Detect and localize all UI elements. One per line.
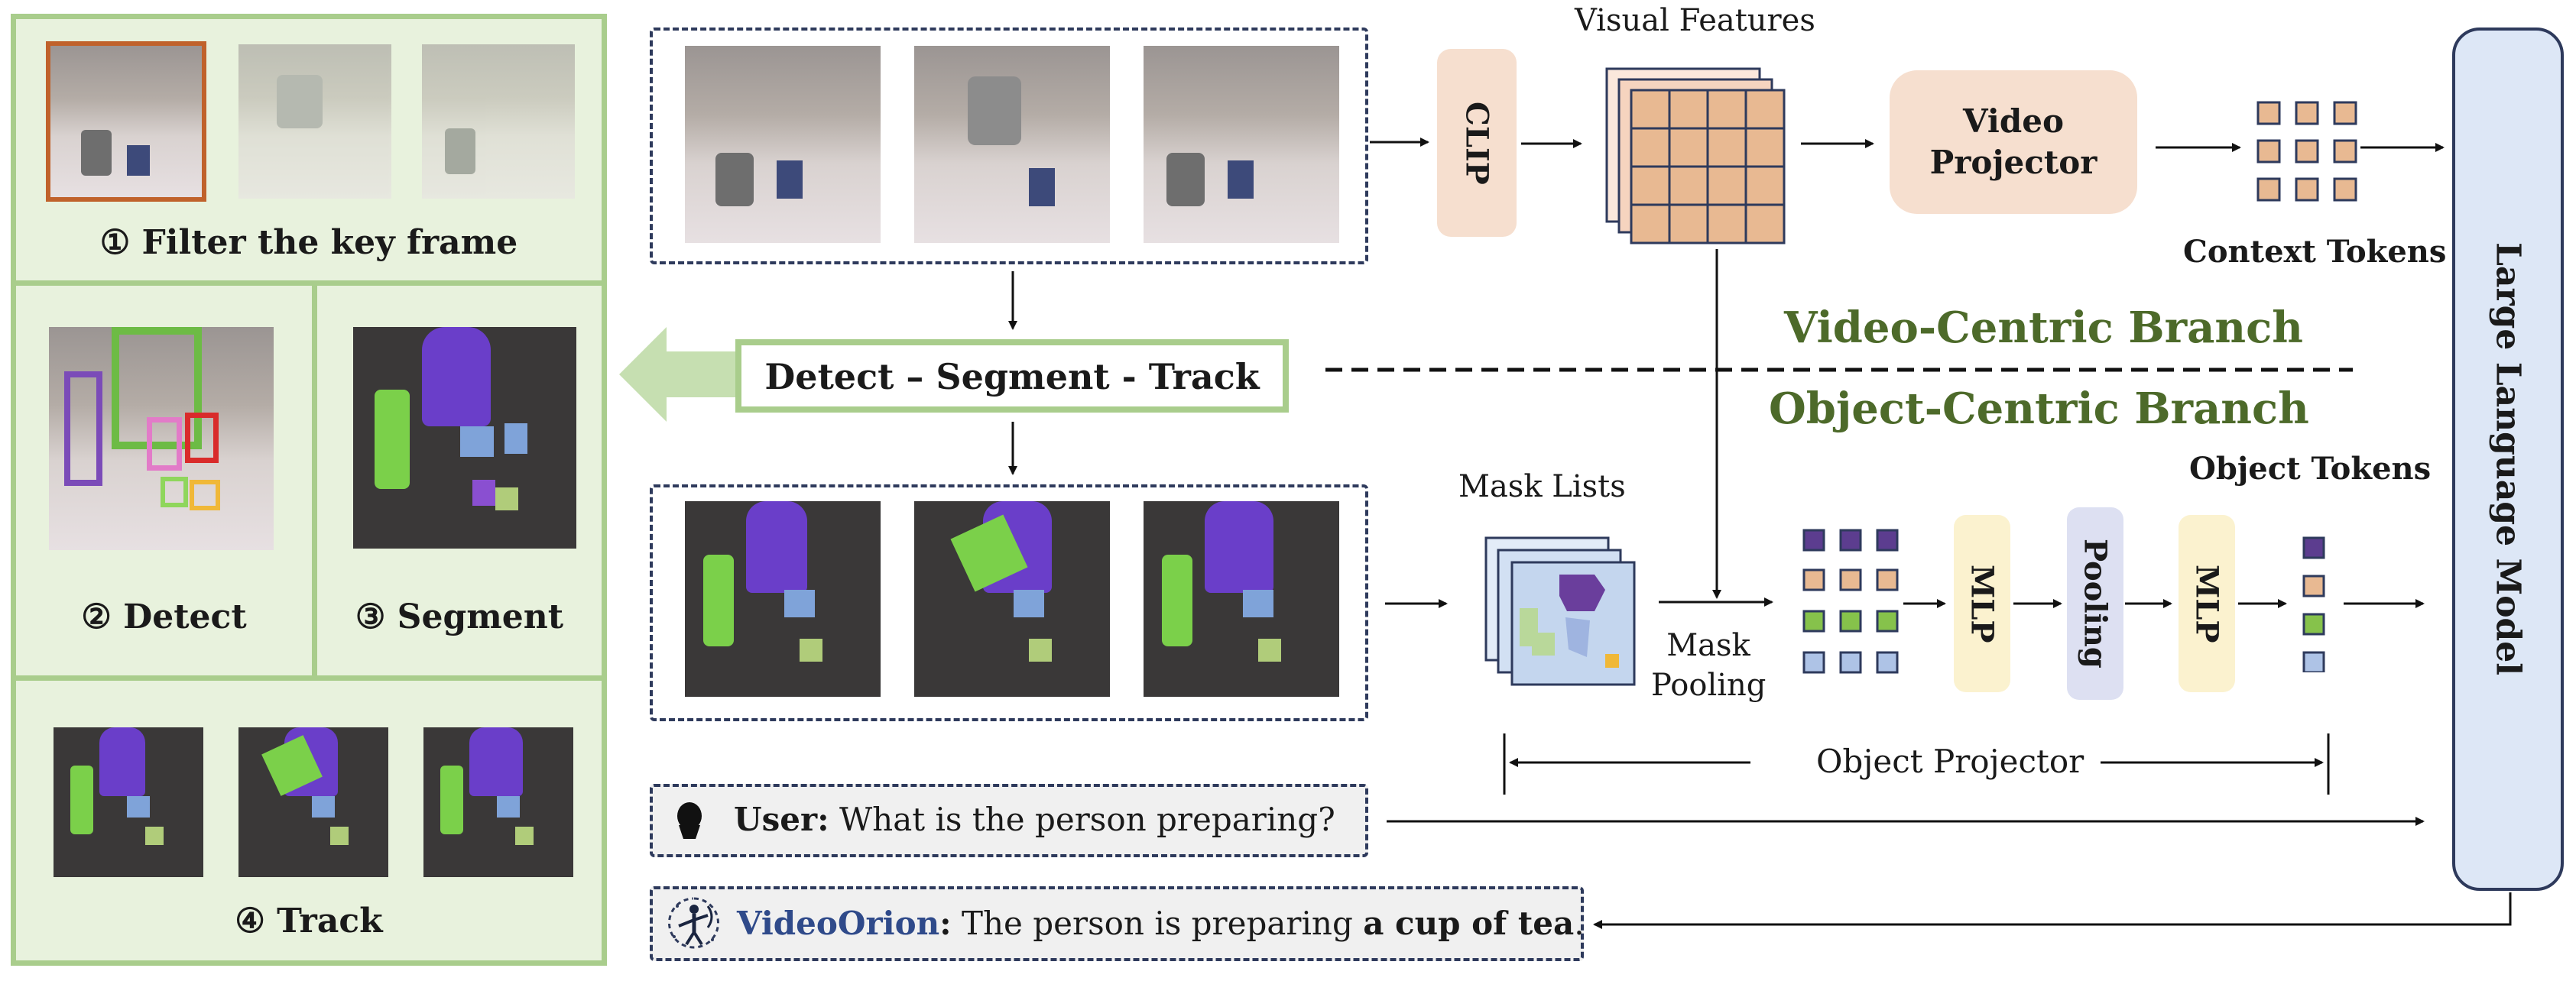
segmented-frame-3 [1144, 501, 1339, 697]
model-answer: VideoOrion: The person is preparing a cu… [737, 905, 1585, 942]
step2-label: ② Detect [81, 597, 247, 636]
mask-pooling-label-line1: Mask [1666, 628, 1750, 663]
dst-label: Detect – Segment - Track [764, 356, 1260, 397]
answer-end: . [1574, 905, 1585, 942]
track-image-2 [238, 727, 388, 877]
bbox-lightgreen [161, 477, 188, 507]
mlp-block-1: MLP [1954, 515, 2010, 692]
answer-text: The person is preparing [951, 905, 1364, 942]
user-question-text: What is the person preparing? [829, 801, 1335, 838]
clip-label: CLIP [1458, 101, 1495, 185]
video-projector-label-line2: Projector [1929, 144, 2097, 181]
bbox-green [112, 327, 202, 449]
llm-block: Large Language Model [2452, 28, 2564, 891]
object-tokens-single [2302, 536, 2325, 672]
llm-label: Large Language Model [2488, 242, 2528, 676]
track-image-1 [54, 727, 203, 877]
user-query-box [650, 784, 1368, 857]
video-projector-label-line1: Video [1963, 102, 2064, 140]
segmented-frames-box [650, 484, 1368, 721]
object-projector-label: Object Projector [1816, 743, 2084, 780]
videoorion-logo-icon [668, 897, 719, 949]
visual-features-label: Visual Features [1575, 3, 1815, 38]
mask-lists-label: Mask Lists [1458, 469, 1626, 504]
step3-label: ③ Segment [355, 597, 564, 636]
pooling-block: Pooling [2067, 507, 2123, 700]
key-frame-selected [46, 41, 206, 202]
dst-box [735, 339, 1289, 413]
input-frame-2 [914, 46, 1110, 243]
mask-lists-stack [1484, 536, 1636, 686]
context-tokens-grid [2256, 101, 2357, 202]
detect-image [49, 327, 274, 550]
bbox-yellow [190, 480, 220, 510]
segment-image [353, 327, 576, 549]
object-tokens-grid [1802, 529, 1899, 674]
mask-pooling-label-line2: Pooling [1651, 668, 1767, 703]
object-centric-branch-title: Object-Centric Branch [1769, 384, 2309, 434]
visual-features-grid [1605, 67, 1786, 244]
green-left-arrow [619, 327, 741, 422]
mlp-block-2: MLP [2179, 515, 2235, 692]
bbox-red [185, 413, 219, 463]
user-icon [677, 802, 702, 839]
frame-faded-2 [422, 44, 575, 199]
context-tokens-label: Context Tokens [2183, 234, 2447, 270]
bbox-purple [64, 371, 102, 486]
input-frames-box [650, 28, 1368, 264]
user-query: User: What is the person preparing? [734, 801, 1335, 838]
object-tokens-label: Object Tokens [2189, 451, 2432, 487]
segmented-frame-2 [914, 501, 1110, 697]
segmented-frame-1 [685, 501, 881, 697]
bbox-pink [147, 417, 182, 471]
track-image-3 [423, 727, 573, 877]
model-answer-box [650, 886, 1584, 961]
user-prefix: User: [734, 801, 829, 838]
mlp2-label: MLP [2188, 564, 2225, 643]
clip-encoder: CLIP [1437, 49, 1517, 237]
input-frame-3 [1144, 46, 1339, 243]
videoorion-colon: : [939, 905, 952, 942]
mlp1-label: MLP [1964, 564, 2000, 643]
video-projector [1890, 70, 2137, 214]
video-centric-branch-title: Video-Centric Branch [1784, 303, 2303, 353]
step4-label: ④ Track [235, 902, 383, 941]
pooling-label: Pooling [2077, 539, 2114, 669]
step1-label: ① Filter the key frame [99, 223, 518, 262]
videoorion-name: VideoOrion [737, 905, 940, 942]
frame-faded-1 [238, 44, 391, 199]
answer-highlight: a cup of tea [1363, 905, 1575, 942]
input-frame-1 [685, 46, 881, 243]
